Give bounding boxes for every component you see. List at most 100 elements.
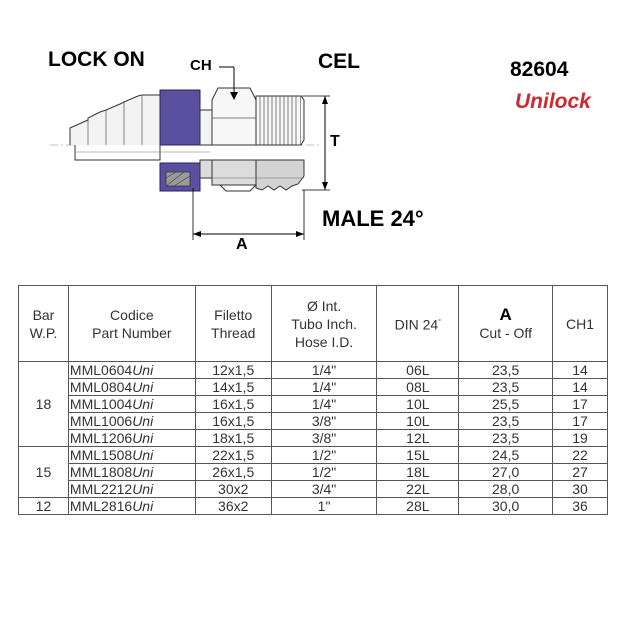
thread-cell: 12x1,5	[194, 361, 272, 379]
header-hose: Ø Int. Tubo Inch. Hose I.D.	[270, 285, 378, 362]
dimension-ch-label: CH	[190, 57, 212, 74]
part-number: MML1206	[69, 430, 133, 446]
header-din-degree: °	[438, 318, 442, 326]
part-number-cell: MML2212Uni	[67, 480, 196, 498]
header-din-label: DIN 24	[394, 316, 439, 333]
header-a-line2: Cut - Off	[479, 324, 532, 341]
ch-cell: 36	[552, 497, 608, 515]
part-number-cell: MML1508Uni	[67, 446, 196, 464]
part-number-suffix: Uni	[132, 396, 154, 412]
din-cell: 28L	[376, 497, 460, 515]
thread-cell: 18x1,5	[194, 429, 272, 447]
hose-cell: 1"	[270, 497, 378, 515]
series-title: LOCK ON	[48, 48, 145, 71]
a-cell: 27,0	[458, 463, 554, 481]
part-number-suffix: Uni	[132, 498, 154, 514]
header-code-line1: Codice	[110, 306, 154, 323]
header-ch: CH1	[552, 285, 608, 362]
thread-cell: 14x1,5	[194, 378, 272, 396]
part-number: MML2816	[69, 498, 133, 514]
part-number-suffix: Uni	[132, 447, 154, 463]
part-number: MML0604	[69, 362, 133, 378]
header-a: A Cut - Off	[458, 285, 554, 362]
hose-tail-upper	[69, 94, 161, 145]
hex-nut-lower	[211, 159, 257, 186]
ch-cell: 14	[552, 361, 608, 379]
a-cell: 30,0	[458, 497, 554, 515]
din-cell: 10L	[376, 395, 460, 413]
thread-cell: 16x1,5	[194, 412, 272, 430]
part-number-suffix: Uni	[132, 430, 154, 446]
part-number-cell: MML1006Uni	[67, 412, 196, 430]
header-bar-line2: W.P.	[29, 324, 58, 341]
hose-cell: 1/4"	[270, 361, 378, 379]
hose-cell: 1/2"	[270, 463, 378, 481]
part-number-suffix: Uni	[132, 362, 154, 378]
part-number: MML1004	[69, 396, 133, 412]
hose-tail-lower	[74, 145, 161, 161]
pressure-cell: 12	[18, 497, 69, 515]
a-cell: 23,5	[458, 429, 554, 447]
header-bar: Bar W.P.	[18, 285, 69, 362]
part-number: MML1006	[69, 413, 133, 429]
dimension-t-label: T	[330, 133, 340, 150]
part-number-cell: MML1004Uni	[67, 395, 196, 413]
din-cell: 06L	[376, 361, 460, 379]
part-number-suffix: Uni	[132, 464, 154, 480]
ch-cell: 27	[552, 463, 608, 481]
fitting-drawing	[50, 66, 330, 240]
ch-cell: 30	[552, 480, 608, 498]
a-cell: 23,5	[458, 378, 554, 396]
ch-cell: 14	[552, 378, 608, 396]
thread-cell: 30x2	[194, 480, 272, 498]
ch-cell: 17	[552, 412, 608, 430]
male-thread-lower	[255, 159, 305, 191]
part-number-cell: MML1808Uni	[67, 463, 196, 481]
hose-cell: 1/4"	[270, 395, 378, 413]
din-cell: 12L	[376, 429, 460, 447]
din-cell: 08L	[376, 378, 460, 396]
header-hose-line3: Hose I.D.	[294, 333, 354, 350]
a-cell: 28,0	[458, 480, 554, 498]
fitting-type: CEL	[318, 50, 360, 73]
header-code-line2: Part Number	[92, 324, 172, 341]
hose-cell: 1/2"	[270, 446, 378, 464]
dimension-a-label: A	[236, 236, 248, 253]
part-number: MML0804	[69, 379, 133, 395]
header-thread-line1: Filetto	[214, 306, 253, 323]
part-number-suffix: Uni	[132, 413, 154, 429]
thread-cell: 16x1,5	[194, 395, 272, 413]
din-cell: 15L	[376, 446, 460, 464]
part-number-suffix: Uni	[132, 379, 154, 395]
din-cell: 22L	[376, 480, 460, 498]
hose-cell: 3/8"	[270, 412, 378, 430]
a-cell: 23,5	[458, 361, 554, 379]
part-number-cell: MML0804Uni	[67, 378, 196, 396]
header-ch-label: CH1	[566, 315, 595, 332]
hose-cell: 3/8"	[270, 429, 378, 447]
a-cell: 23,5	[458, 412, 554, 430]
pressure-cell: 18	[18, 361, 69, 447]
header-hose-line1: Ø Int.	[306, 297, 342, 314]
part-number-suffix: Uni	[132, 481, 154, 497]
header-a-line1: A	[499, 304, 512, 324]
part-number-cell: MML2816Uni	[67, 497, 196, 515]
collar-upper	[159, 89, 201, 146]
thread-cell: 36x2	[194, 497, 272, 515]
a-cell: 25,5	[458, 395, 554, 413]
header-din: DIN 24°	[376, 285, 460, 362]
thread-type: MALE 24°	[322, 206, 424, 231]
header-bar-line1: Bar	[32, 306, 55, 323]
thread-cell: 22x1,5	[194, 446, 272, 464]
header-hose-line2: Tubo Inch.	[291, 315, 357, 332]
header-code: Codice Part Number	[67, 285, 196, 362]
